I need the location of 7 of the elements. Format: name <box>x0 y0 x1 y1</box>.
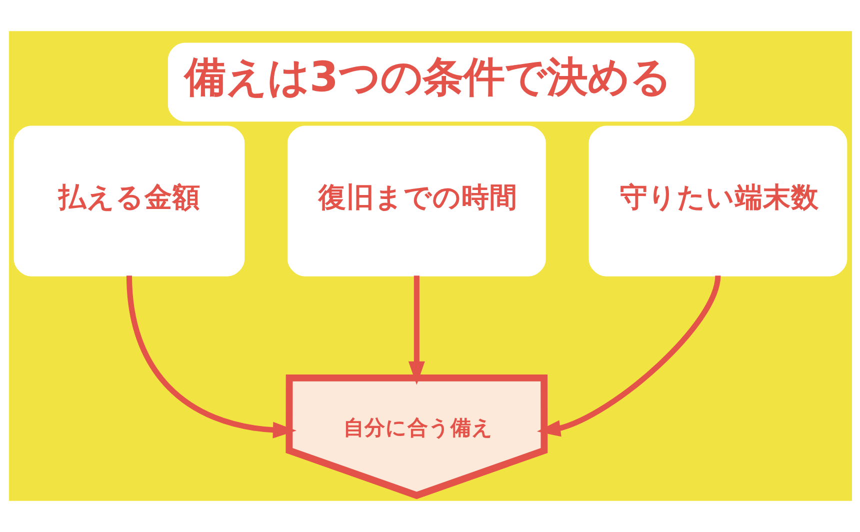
arrow <box>408 276 424 385</box>
node-box: 払える金額 <box>13 126 244 276</box>
arrow <box>126 276 296 438</box>
node-box: 復旧までの時間 <box>286 126 546 276</box>
diagram-title: 備えは3つの条件で決める <box>184 53 671 102</box>
arrow <box>536 275 720 437</box>
node-box: 守りたい端末数 <box>588 126 847 276</box>
